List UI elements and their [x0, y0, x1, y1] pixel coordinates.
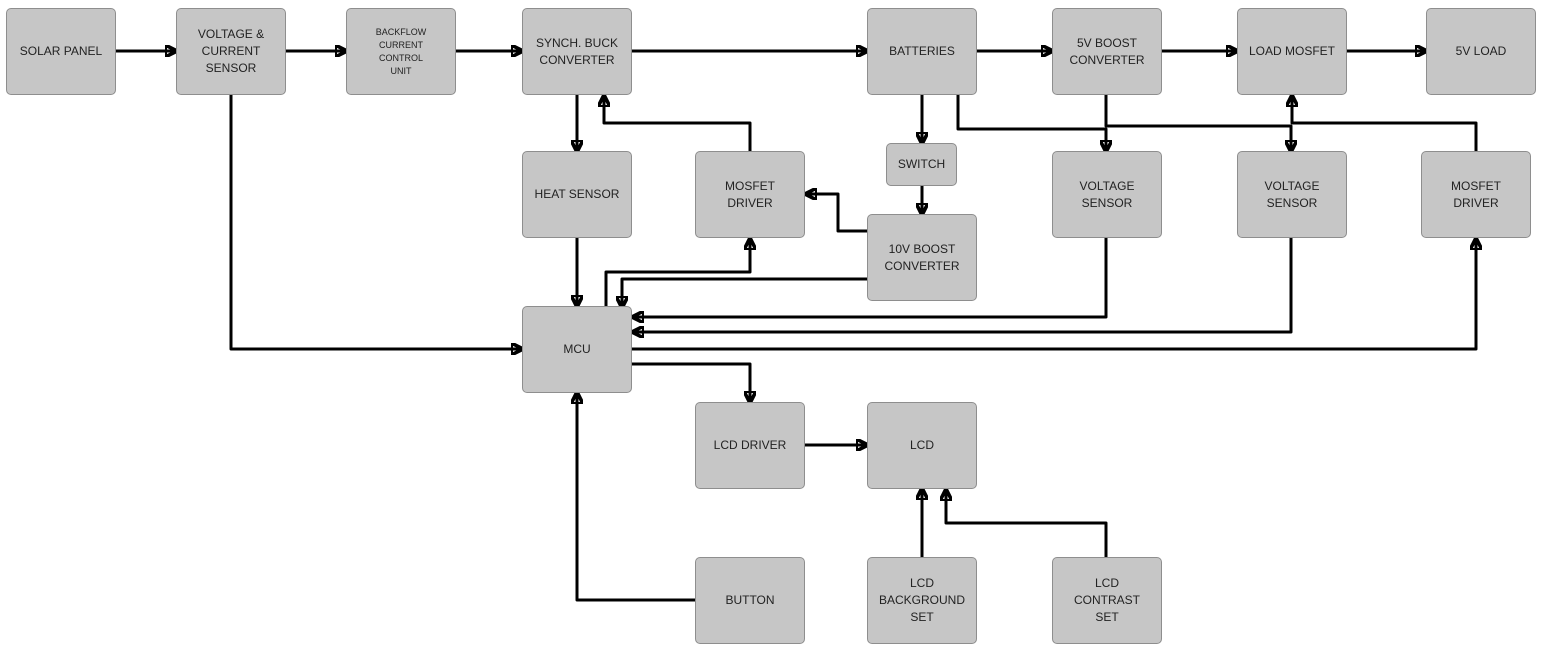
switch-block[interactable]: SWITCH [886, 143, 957, 186]
batteries-block[interactable]: BATTERIES [867, 8, 977, 95]
button-block[interactable]: BUTTON [695, 557, 805, 644]
voltage-current-sensor-block[interactable]: VOLTAGE & CURRENT SENSOR [176, 8, 286, 95]
lcd-driver-block[interactable]: LCD DRIVER [695, 402, 805, 489]
solar-panel-block[interactable]: SOLAR PANEL [6, 8, 116, 95]
5v-boost-converter-block[interactable]: 5V BOOST CONVERTER [1052, 8, 1162, 95]
arrow-button-to-mcu [577, 393, 695, 602]
heat-sensor-block[interactable]: HEAT SENSOR [522, 151, 632, 238]
mcu-block[interactable]: MCU [522, 306, 632, 393]
10v-boost-converter-block[interactable]: 10V BOOST CONVERTER [867, 214, 977, 301]
arrow-lcd-contrast-to-lcd [946, 490, 1108, 557]
arrow-mcu-to-lcd-driver [632, 362, 750, 402]
voltage-sensor-block-2[interactable]: VOLTAGE SENSOR [1237, 151, 1347, 238]
arrow-vc-sensor-to-mcu [229, 95, 522, 349]
arrow-mosfet-driver-2-to-load-mosfet [1292, 96, 1478, 151]
lcd-background-set-block[interactable]: LCD BACKGROUND SET [867, 557, 977, 644]
load-mosfet-block[interactable]: LOAD MOSFET [1237, 8, 1347, 95]
arrow-mosfet-driver-to-buck [604, 96, 752, 151]
voltage-sensor-block-1[interactable]: VOLTAGE SENSOR [1052, 151, 1162, 238]
arrow-10v-boost-to-mosfet-driver [806, 194, 867, 233]
arrow-10v-boost-to-mcu [622, 277, 867, 307]
synch-buck-converter-block[interactable]: SYNCH. BUCK CONVERTER [522, 8, 632, 95]
mosfet-driver-block[interactable]: MOSFET DRIVER [695, 151, 805, 238]
arrow-5v-boost-to-voltage-sensor-2 [1104, 95, 1291, 151]
mosfet-driver-block-2[interactable]: MOSFET DRIVER [1421, 151, 1531, 238]
arrow-mcu-to-mosfet-driver-2 [632, 239, 1476, 351]
lcd-block[interactable]: LCD [867, 402, 977, 489]
backflow-current-control-block[interactable]: BACKFLOW CURRENT CONTROL UNIT [346, 8, 456, 95]
arrow-mcu-to-mosfet-driver [604, 239, 750, 306]
5v-load-block[interactable]: 5V LOAD [1426, 8, 1536, 95]
lcd-contrast-set-block[interactable]: LCD CONTRAST SET [1052, 557, 1162, 644]
arrow-batteries-to-voltage-sensor-1 [956, 95, 1106, 151]
